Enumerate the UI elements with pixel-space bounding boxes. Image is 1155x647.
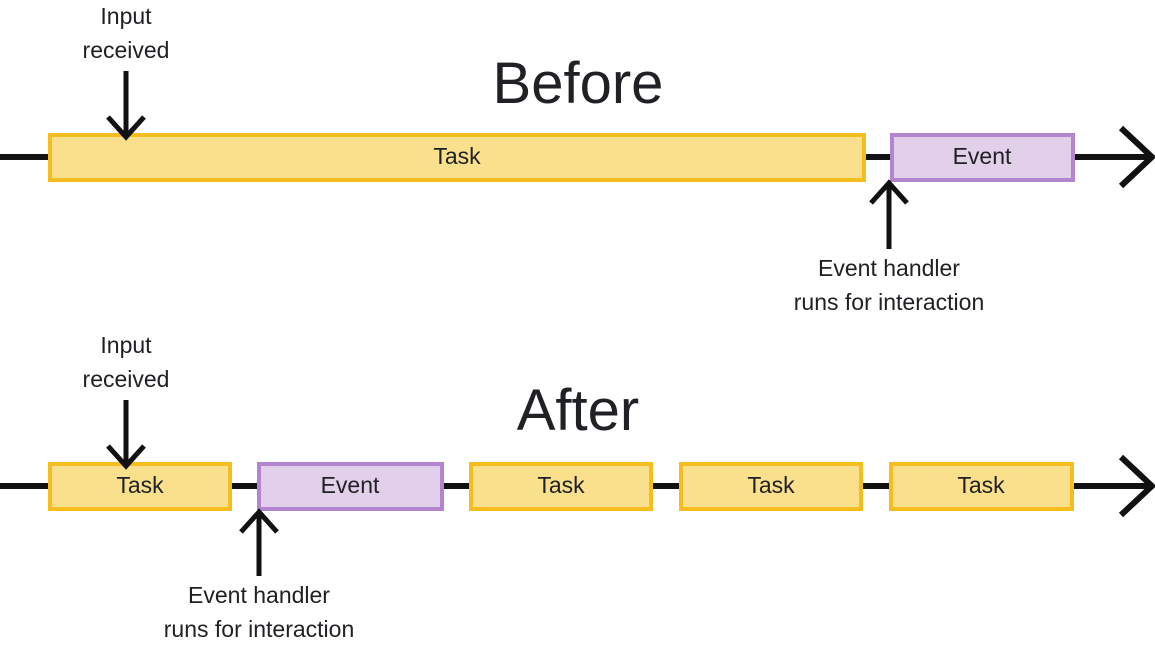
section-after: After Task Event Task <box>0 332 1155 642</box>
before-event-label: Event <box>953 143 1012 169</box>
after-task-label-2: Task <box>537 472 585 498</box>
before-axis-arrowhead-icon <box>1118 125 1155 189</box>
after-annotation-event-handler: Event handler runs for interaction <box>164 508 354 642</box>
after-task-rect-4[interactable] <box>889 462 1074 511</box>
before-input-received-line2: received <box>83 37 170 63</box>
after-task-rect-3[interactable] <box>679 462 863 511</box>
after-axis-arrowhead-icon <box>1118 454 1155 518</box>
before-event-rect[interactable] <box>890 133 1075 182</box>
before-event-handler-line1: Event handler <box>818 255 960 281</box>
after-task-block-2[interactable]: Task <box>469 462 653 511</box>
after-event-handler-line2: runs for interaction <box>164 616 354 642</box>
before-annotation-input-received: Input received <box>83 3 170 141</box>
after-input-received-arrowhead-icon <box>106 444 146 470</box>
before-task-rect[interactable] <box>48 133 866 182</box>
after-task-block-4[interactable]: Task <box>889 462 1074 511</box>
after-input-received-line1: Input <box>100 332 152 358</box>
before-annotation-event-handler: Event handler runs for interaction <box>794 179 984 315</box>
after-task-rect-2[interactable] <box>469 462 653 511</box>
after-task-block-1[interactable]: Task <box>48 462 232 511</box>
before-event-block[interactable]: Event <box>890 133 1075 182</box>
before-task-block[interactable]: Task <box>48 133 866 182</box>
after-task-block-3[interactable]: Task <box>679 462 863 511</box>
after-event-handler-arrowhead-icon <box>239 508 279 534</box>
after-event-block[interactable]: Event <box>257 462 444 511</box>
after-task-label-1: Task <box>116 472 164 498</box>
after-task-label-4: Task <box>957 472 1005 498</box>
after-event-rect[interactable] <box>257 462 444 511</box>
after-input-received-line2: received <box>83 366 170 392</box>
after-annotation-input-received: Input received <box>83 332 170 470</box>
after-event-label: Event <box>321 472 380 498</box>
before-input-received-line1: Input <box>100 3 152 29</box>
section-before: Before Task Event Input received <box>0 3 1155 315</box>
section-title-after: After <box>517 378 640 443</box>
after-task-label-3: Task <box>747 472 795 498</box>
after-event-handler-line1: Event handler <box>188 582 330 608</box>
before-event-handler-arrowhead-icon <box>869 179 909 205</box>
before-task-label: Task <box>433 143 481 169</box>
before-event-handler-line2: runs for interaction <box>794 289 984 315</box>
section-title-before: Before <box>493 51 664 116</box>
after-task-rect-1[interactable] <box>48 462 232 511</box>
before-input-received-arrowhead-icon <box>106 115 146 141</box>
